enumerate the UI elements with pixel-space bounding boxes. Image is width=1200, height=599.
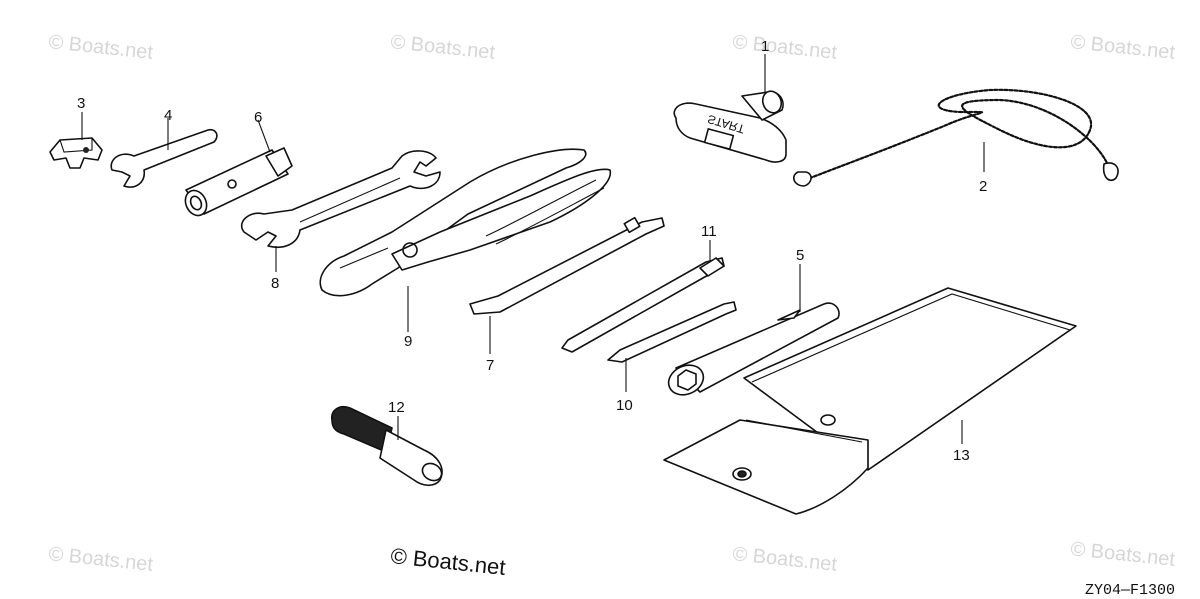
callout-5: 5	[796, 247, 804, 264]
part-3-clip	[49, 112, 103, 169]
callout-4: 4	[164, 107, 172, 124]
watermark-bottom-right: © Boats.net	[731, 543, 838, 576]
part-10-phillips-shaft	[607, 301, 737, 392]
part-9-pliers	[319, 148, 612, 332]
callout-1: 1	[761, 38, 769, 55]
watermark-top-far-right: © Boats.net	[1069, 31, 1176, 64]
callout-10: 10	[616, 397, 633, 414]
part-1-starter-handle: START	[673, 54, 787, 163]
callout-3: 3	[77, 95, 85, 112]
part-5-box-wrench	[667, 264, 840, 396]
watermark-top-center: © Boats.net	[389, 31, 496, 64]
callout-13: 13	[953, 447, 970, 464]
part-11-screwdriver-shaft	[561, 240, 725, 353]
watermark-top-right: © Boats.net	[731, 31, 838, 64]
part-6-plug-wrench	[184, 119, 293, 217]
diagram-code: ZY04—F1300	[1085, 582, 1175, 599]
callout-8: 8	[271, 275, 279, 292]
watermark-bottom-far-right: © Boats.net	[1069, 538, 1176, 571]
part-7-screwdriver-blade	[469, 216, 665, 354]
part-2-starter-rope	[792, 88, 1119, 187]
part-8-combination-wrench	[240, 150, 441, 272]
callout-9: 9	[404, 333, 412, 350]
watermark-main: © Boats.net	[389, 543, 506, 580]
part-12-screwdriver-handle	[330, 405, 443, 487]
callout-7: 7	[486, 357, 494, 374]
part-13-tool-bag	[663, 287, 1077, 515]
watermark-top-left: © Boats.net	[47, 31, 154, 64]
part-4-wrench	[110, 118, 218, 188]
callout-2: 2	[979, 178, 987, 195]
callout-12: 12	[388, 399, 405, 416]
callout-6: 6	[254, 109, 262, 126]
callout-11: 11	[701, 223, 717, 240]
watermark-bottom-left: © Boats.net	[47, 543, 154, 576]
